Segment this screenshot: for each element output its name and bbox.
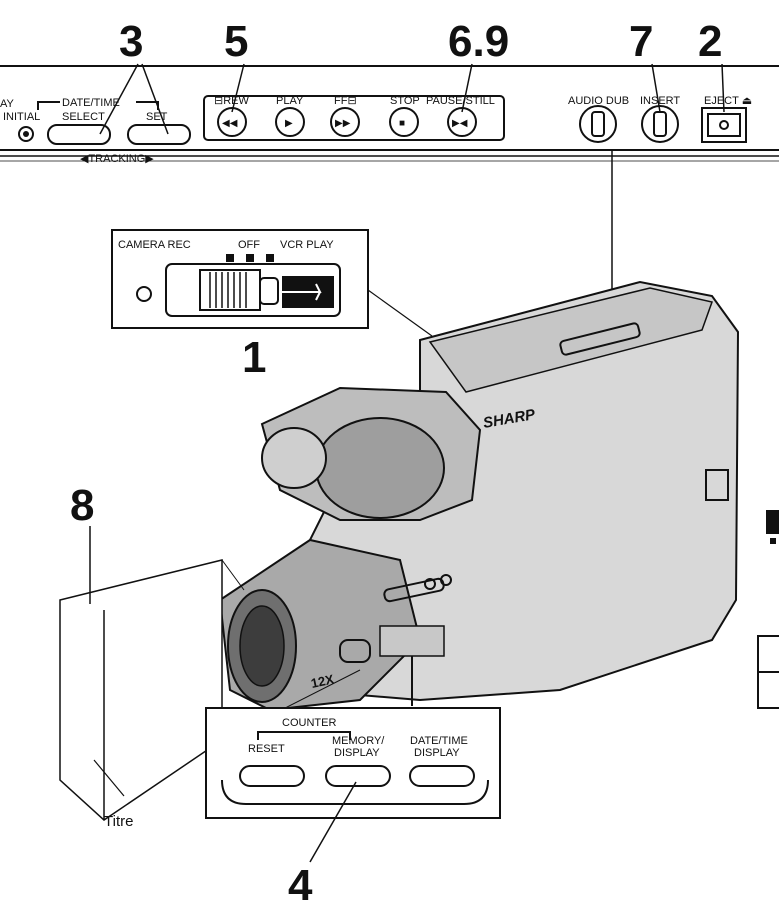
counter-reset-button[interactable] (239, 765, 305, 787)
date-time-display-label-1: DATE/TIME (410, 735, 468, 747)
counter-strip (379, 625, 445, 657)
camcorder-illustration: SHARP 12X (218, 280, 740, 712)
set-button[interactable] (127, 124, 191, 145)
play-label: PLAY (276, 95, 304, 107)
callout-1: 1 (242, 333, 266, 382)
fast-forward-icon: ▶▶ (335, 118, 351, 129)
titre-label: Titre (104, 813, 133, 830)
mode-switch-knob[interactable] (259, 277, 279, 305)
mode-switch[interactable] (165, 263, 341, 317)
audio-dub-key-icon (591, 111, 605, 137)
page-edge-fragment (757, 510, 779, 709)
reset-label: RESET (248, 743, 285, 755)
stop-label: STOP (390, 95, 420, 107)
slide-arrow-icon (282, 283, 322, 301)
insert-key-icon (653, 111, 667, 137)
date-time-display-label-2: DISPLAY (414, 747, 460, 759)
callout-7: 7 (629, 17, 653, 66)
tracking-label: ◀TRACKING▶ (80, 153, 154, 165)
stop-icon: ■ (399, 118, 405, 129)
rewind-icon: ◀◀ (222, 118, 238, 129)
initial-button-dot (23, 131, 29, 137)
counter-label: COUNTER (282, 717, 336, 729)
panel-edge-label: AY (0, 98, 15, 110)
play-icon: ▶ (285, 118, 293, 129)
date-time-label: DATE/TIME (62, 97, 120, 109)
control-panel: AY INITIAL DATE/TIME SELECT SET ◀TRACKIN… (0, 63, 779, 308)
play-button[interactable] (275, 107, 305, 137)
off-label: OFF (238, 239, 260, 251)
date-time-display-button[interactable] (409, 765, 475, 787)
eject-inner-frame (707, 113, 741, 137)
vcr-play-label: VCR PLAY (280, 239, 334, 251)
pause-still-button[interactable] (447, 107, 477, 137)
rewind-button[interactable] (217, 107, 247, 137)
callout-8: 8 (70, 481, 94, 530)
camera-rec-label: CAMERA REC (118, 239, 191, 251)
ff-label: FF⊟ (334, 95, 357, 107)
memory-display-label-2: DISPLAY (334, 747, 380, 759)
stop-button[interactable] (389, 107, 419, 137)
select-button[interactable] (47, 124, 111, 145)
rew-label: ⊟REW (214, 95, 249, 107)
pause-still-label: PAUSE/STILL (426, 95, 495, 107)
eject-dot-icon (719, 120, 729, 130)
insert-button[interactable] (641, 105, 679, 143)
pause-still-icon: ▶◀ (452, 118, 468, 129)
memory-display-button[interactable] (325, 765, 391, 787)
initial-label: INITIAL (3, 111, 40, 123)
set-label: SET (146, 111, 168, 123)
select-label: SELECT (62, 111, 105, 123)
callout-2: 2 (698, 17, 722, 66)
mode-switch-inset: CAMERA REC OFF VCR PLAY (111, 229, 433, 337)
titre-card: Titre (59, 526, 361, 830)
eject-label: EJECT ⏏ (704, 95, 752, 107)
callout-3: 3 (119, 17, 143, 66)
audio-dub-button[interactable] (579, 105, 617, 143)
insert-label: INSERT (640, 95, 680, 107)
callout-6-9: 6.9 (448, 17, 509, 66)
initial-button[interactable] (18, 126, 34, 142)
counter-panel-inset: COUNTER RESET MEMORY/ DISPLAY DATE/TIME … (205, 707, 501, 863)
callout-4: 4 (288, 861, 313, 910)
callout-5: 5 (224, 17, 248, 66)
rec-indicator-lamp (136, 286, 152, 302)
audio-dub-label: AUDIO DUB (568, 95, 629, 107)
memory-display-label-1: MEMORY/ (332, 735, 385, 747)
transport-frame (203, 95, 505, 141)
fast-forward-button[interactable] (330, 107, 360, 137)
